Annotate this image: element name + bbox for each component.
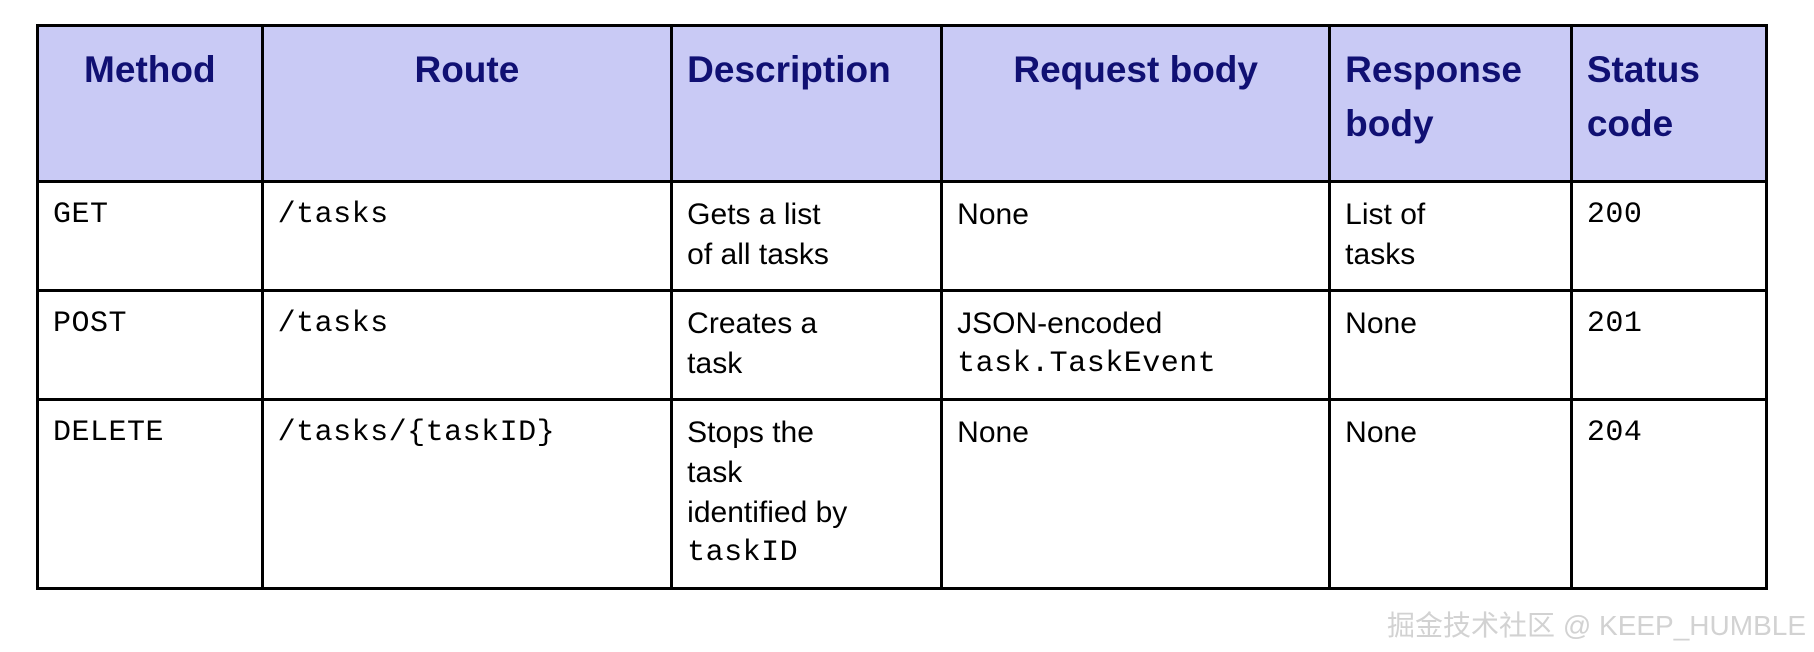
route-value: /tasks bbox=[277, 306, 389, 341]
request-body-line: JSON-encoded bbox=[957, 306, 1163, 340]
column-header-response-body: Response body bbox=[1328, 24, 1573, 183]
cell-request-body: None bbox=[940, 398, 1332, 591]
description-line: of all tasks bbox=[687, 237, 829, 271]
description-line: Gets a list bbox=[687, 198, 821, 231]
description-line: task bbox=[687, 346, 743, 380]
cell-method: POST bbox=[36, 288, 264, 402]
description-code: taskID bbox=[687, 535, 799, 570]
cell-response-body: List of tasks bbox=[1328, 180, 1573, 292]
cell-status-code: 201 bbox=[1569, 288, 1769, 402]
route-value: /tasks/{taskID} bbox=[277, 416, 556, 451]
method-value: DELETE bbox=[53, 416, 165, 451]
response-body-line: None bbox=[1345, 306, 1417, 340]
request-body-text: None bbox=[957, 413, 1314, 453]
response-body-text: List of tasks bbox=[1345, 195, 1556, 275]
response-body-line: List of bbox=[1345, 198, 1426, 231]
description-line: Creates a bbox=[687, 306, 818, 340]
response-body-line: tasks bbox=[1345, 237, 1416, 271]
table-row: POST /tasks Creates a task JSON-encoded … bbox=[36, 288, 1769, 402]
column-header-status-code: Status code bbox=[1569, 24, 1769, 183]
description-line: task bbox=[687, 456, 743, 490]
status-code-value: 201 bbox=[1586, 306, 1643, 341]
cell-route: /tasks/{taskID} bbox=[260, 398, 674, 591]
response-body-line: None bbox=[1345, 416, 1417, 450]
response-body-text: None bbox=[1345, 304, 1556, 344]
description-text: Gets a list of all tasks bbox=[687, 195, 926, 275]
cell-description: Creates a task bbox=[670, 288, 944, 402]
column-header-method: Method bbox=[36, 24, 264, 183]
status-code-value: 204 bbox=[1586, 416, 1643, 451]
response-body-text: None bbox=[1345, 413, 1556, 453]
cell-request-body: JSON-encoded task.TaskEvent bbox=[940, 288, 1332, 402]
table-row: GET /tasks Gets a list of all tasks None bbox=[36, 180, 1769, 292]
cell-route: /tasks bbox=[260, 180, 674, 292]
route-value: /tasks bbox=[277, 198, 389, 232]
request-body-text: None bbox=[957, 195, 1314, 235]
api-endpoint-table-container: Method Route Description Request body Re… bbox=[36, 24, 1769, 591]
cell-status-code: 204 bbox=[1569, 398, 1769, 591]
method-value: POST bbox=[53, 306, 128, 341]
status-code-value: 200 bbox=[1586, 198, 1643, 232]
column-header-request-body: Request body bbox=[940, 24, 1332, 183]
method-value: GET bbox=[53, 198, 109, 232]
cell-status-code: 200 bbox=[1569, 180, 1769, 292]
api-endpoint-table: Method Route Description Request body Re… bbox=[36, 24, 1769, 591]
description-text: Stops the task identified by bbox=[687, 413, 926, 533]
table-row: DELETE /tasks/{taskID} Stops the task id… bbox=[36, 398, 1769, 591]
cell-request-body: None bbox=[940, 180, 1332, 292]
cell-response-body: None bbox=[1328, 288, 1573, 402]
cell-method: DELETE bbox=[36, 398, 264, 591]
watermark-text: 掘金技术社区 @ KEEP_HUMBLE bbox=[1387, 610, 1806, 641]
cell-response-body: None bbox=[1328, 398, 1573, 591]
request-body-code: task.TaskEvent bbox=[957, 346, 1217, 381]
table-header: Method Route Description Request body Re… bbox=[36, 24, 1769, 183]
column-header-route: Route bbox=[260, 24, 674, 183]
table-body: GET /tasks Gets a list of all tasks None bbox=[36, 180, 1769, 591]
cell-route: /tasks bbox=[260, 288, 674, 402]
description-line: Stops the bbox=[687, 416, 814, 450]
request-body-line: None bbox=[957, 198, 1029, 231]
description-text: Creates a task bbox=[687, 304, 926, 384]
column-header-description: Description bbox=[670, 24, 944, 183]
table-header-row: Method Route Description Request body Re… bbox=[36, 24, 1769, 183]
cell-method: GET bbox=[36, 180, 264, 292]
cell-description: Stops the task identified by taskID bbox=[670, 398, 944, 591]
request-body-line: None bbox=[957, 416, 1029, 450]
request-body-text: JSON-encoded bbox=[957, 304, 1314, 344]
cell-description: Gets a list of all tasks bbox=[670, 180, 944, 292]
description-line: identified by bbox=[687, 495, 848, 529]
